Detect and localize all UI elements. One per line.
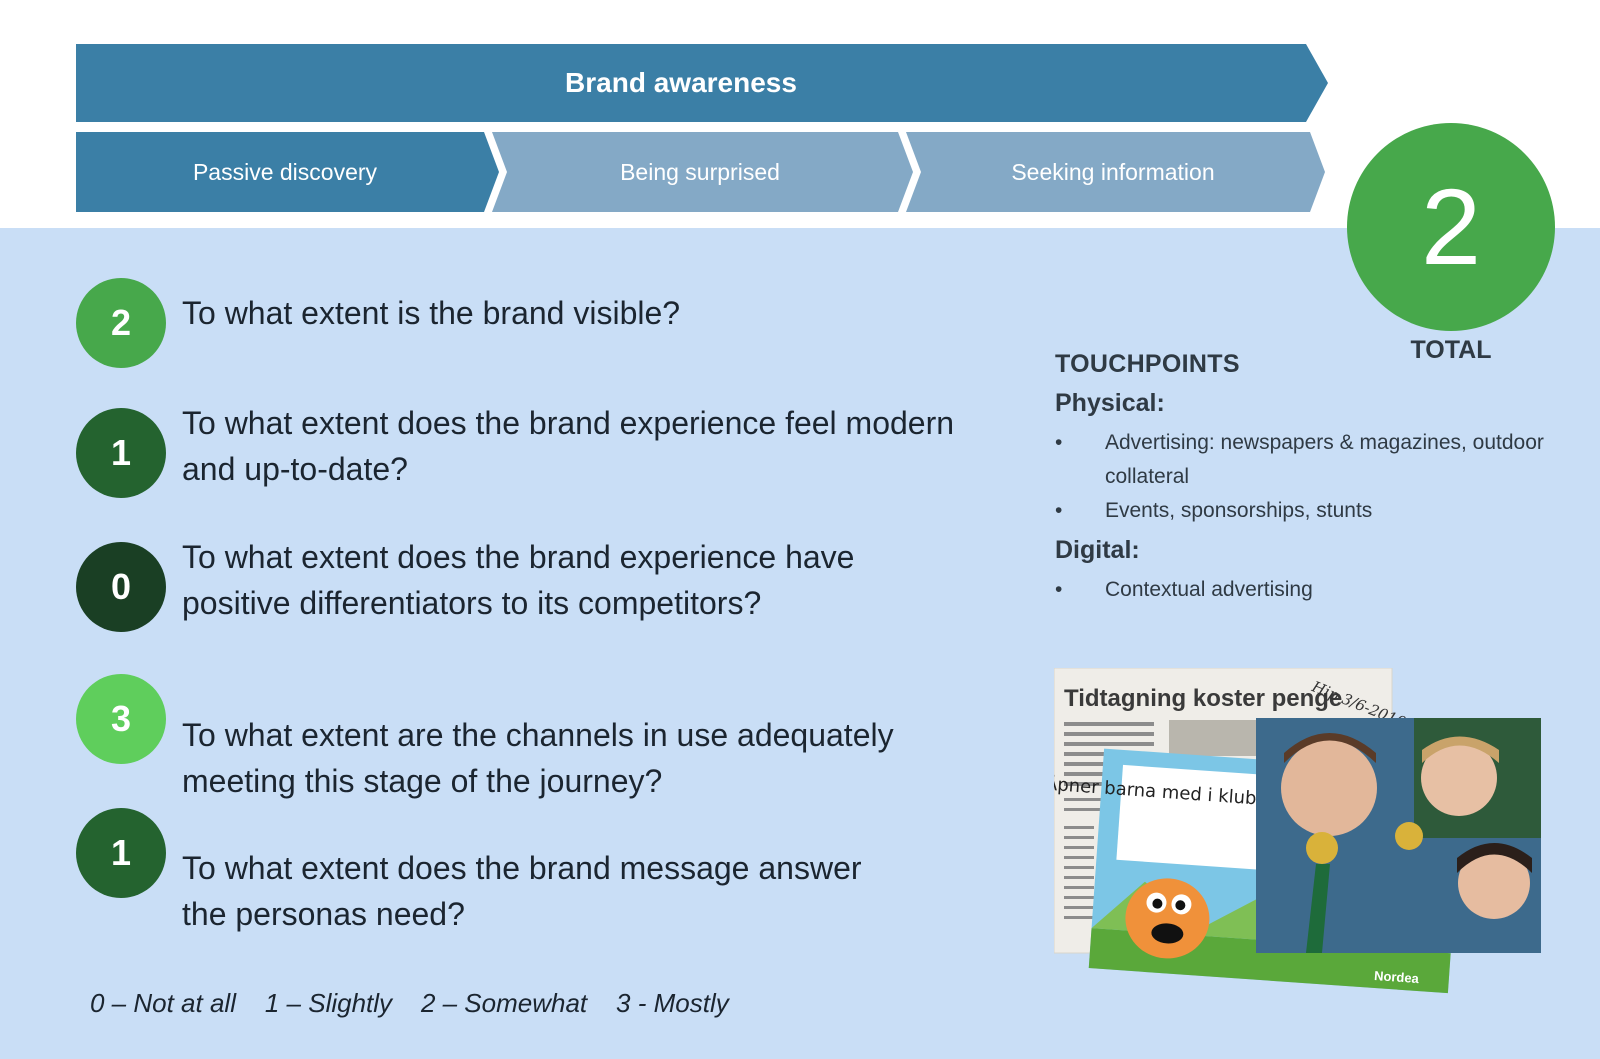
physical-item-events: • Events, sponsorships, stunts	[1055, 494, 1555, 528]
question-4-score: 3	[76, 674, 166, 764]
touchpoints-section: TOUCHPOINTS Physical: • Advertising: new…	[1055, 350, 1555, 607]
score-legend: 0 – Not at all 1 – Slightly 2 – Somewhat…	[90, 988, 729, 1018]
question-2-text: To what extent does the brand experience…	[182, 405, 955, 487]
runner-face-3	[1458, 847, 1530, 919]
bullet: •	[1055, 578, 1063, 601]
event-photo	[1256, 718, 1541, 953]
total-score-circle: 2	[1347, 123, 1555, 331]
question-4-text: To what extent are the channels in use a…	[182, 717, 894, 799]
stage-passive-discovery-shape	[76, 132, 499, 212]
journey-header-graphic	[76, 44, 1328, 212]
stage-seeking-information: Seeking information	[1011, 158, 1215, 185]
physical-label: Physical:	[1055, 389, 1165, 417]
bullet: •	[1055, 499, 1063, 522]
question-5-text: To what extent does the brand message an…	[182, 850, 862, 932]
touchpoints-title: TOUCHPOINTS	[1055, 350, 1240, 378]
bullet: •	[1055, 431, 1063, 454]
nordea-logo-text: Nordea	[1374, 968, 1420, 986]
question-3-score: 0	[76, 542, 166, 632]
stage-being-surprised: Being surprised	[620, 158, 780, 185]
stage-seeking-information-shape	[906, 132, 1325, 212]
physical-item-advertising: • Advertising: newspapers & magazines, o…	[1055, 426, 1555, 494]
total-label: TOTAL	[1410, 336, 1492, 364]
band-title: Brand awareness	[565, 67, 797, 98]
stage-being-surprised-shape	[492, 132, 913, 212]
question-1-text: To what extent is the brand visible?	[182, 295, 681, 331]
question-1-score: 2	[76, 278, 166, 368]
stage-passive-discovery: Passive discovery	[192, 158, 378, 185]
question-3-text: To what extent does the brand experience…	[182, 539, 855, 621]
question-5-score: 1	[76, 808, 166, 898]
medal-2	[1395, 822, 1423, 850]
newspaper-headline: Tidtagning koster penge	[1064, 685, 1342, 712]
digital-label: Digital:	[1055, 536, 1140, 564]
medal-1	[1306, 832, 1338, 864]
digital-item-contextual: • Contextual advertising	[1055, 573, 1555, 607]
question-2-score: 1	[76, 408, 166, 498]
newspaper-body-lines	[1064, 722, 1154, 919]
runner-face-2	[1421, 740, 1497, 816]
runner-face-1	[1281, 740, 1377, 836]
brand-awareness-band	[76, 44, 1328, 122]
touchpoint-examples-collage: Tidtagning koster penge Hip 3/6-2010	[1054, 668, 1541, 994]
